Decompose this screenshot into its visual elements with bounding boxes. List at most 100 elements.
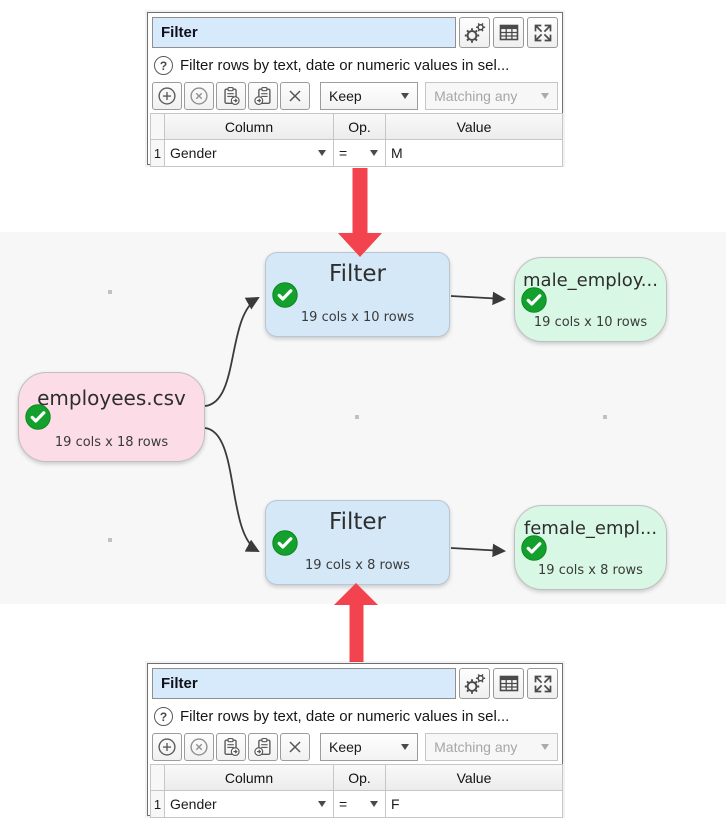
help-text: Filter rows by text, date or numeric val… (180, 57, 510, 74)
caret-down-icon (318, 150, 326, 156)
caret-down-icon (541, 93, 549, 99)
node-size-label: 19 cols x 10 rows (300, 310, 415, 325)
op-header: Op. (334, 765, 385, 790)
gear-icon (464, 673, 485, 694)
matching-select-value: Matching any (434, 739, 518, 755)
check-icon (272, 529, 298, 556)
keep-select-value: Keep (329, 88, 362, 104)
clear-button[interactable] (280, 733, 310, 761)
help-icon[interactable]: ? (154, 707, 173, 726)
table-icon (499, 24, 518, 40)
filter-panel-bottom: Filter (147, 663, 563, 818)
paste-rows-button[interactable] (248, 82, 278, 110)
op-header: Op. (334, 114, 385, 139)
copy-rows-button[interactable] (216, 733, 246, 761)
caret-down-icon (541, 744, 549, 750)
clipboard-copy-icon (224, 737, 240, 757)
x-icon (289, 741, 301, 753)
op-select-value: = (339, 145, 348, 161)
keep-remove-select[interactable]: Keep (320, 733, 419, 761)
column-select-value: Gender (170, 145, 217, 161)
grid-dot (355, 415, 359, 419)
table-icon (499, 675, 518, 691)
caret-down-icon (370, 150, 378, 156)
row-header-stub (151, 114, 164, 139)
check-icon (272, 281, 298, 308)
transform-name-input[interactable]: Filter (152, 17, 456, 48)
clipboard-copy-icon (224, 86, 240, 106)
panel-titlebar: Filter (152, 17, 558, 48)
caret-down-icon (401, 93, 410, 99)
transform-name-input[interactable]: Filter (152, 668, 456, 699)
expand-icon (534, 675, 551, 692)
value-header: Value (386, 114, 562, 139)
node-employees-csv[interactable]: employees.csv 19 cols x 18 rows (18, 372, 205, 462)
add-row-button[interactable] (152, 733, 182, 761)
x-circle-icon (190, 738, 208, 756)
matching-select-value: Matching any (434, 88, 518, 104)
panel-toolbar: Keep Matching any (152, 82, 558, 110)
op-select[interactable]: = (334, 791, 385, 817)
column-select[interactable]: Gender (165, 791, 333, 817)
x-circle-icon (190, 87, 208, 105)
node-filter-bottom[interactable]: Filter 19 cols x 8 rows (265, 500, 450, 585)
column-select-value: Gender (170, 796, 217, 812)
plus-circle-icon (158, 738, 176, 756)
expand-button[interactable] (527, 668, 558, 699)
remove-row-button[interactable] (184, 733, 214, 761)
settings-button[interactable] (459, 17, 490, 48)
panel-titlebar: Filter (152, 668, 558, 699)
node-size-label: 19 cols x 8 rows (305, 558, 410, 573)
filter-terms-table: Column Op. Value 1 Gender = M (150, 113, 563, 167)
table-view-button[interactable] (493, 17, 524, 48)
gear-icon (464, 22, 485, 43)
value-input[interactable]: M (386, 140, 562, 166)
panel-help-row: ? Filter rows by text, date or numeric v… (154, 53, 558, 78)
caret-down-icon (401, 744, 410, 750)
row-number[interactable]: 1 (151, 140, 164, 166)
column-select[interactable]: Gender (165, 140, 333, 166)
matching-mode-select[interactable]: Matching any (425, 82, 558, 110)
table-view-button[interactable] (493, 668, 524, 699)
filter-panel-top: Filter (147, 12, 563, 167)
clipboard-paste-icon (254, 737, 271, 757)
value-input[interactable]: F (386, 791, 562, 817)
grid-dot (108, 290, 112, 294)
node-female-employees[interactable]: female_empl... 19 cols x 8 rows (514, 505, 667, 590)
column-header: Column (165, 114, 333, 139)
node-title: male_employ... (523, 270, 658, 291)
matching-mode-select[interactable]: Matching any (425, 733, 558, 761)
copy-rows-button[interactable] (216, 82, 246, 110)
check-icon (521, 286, 547, 313)
node-filter-top[interactable]: Filter 19 cols x 10 rows (265, 252, 450, 337)
expand-icon (534, 24, 551, 41)
plus-circle-icon (158, 87, 176, 105)
x-icon (289, 90, 301, 102)
node-title: Filter (329, 261, 386, 287)
remove-row-button[interactable] (184, 82, 214, 110)
column-header: Column (165, 765, 333, 790)
keep-remove-select[interactable]: Keep (320, 82, 419, 110)
help-icon[interactable]: ? (154, 56, 173, 75)
caret-down-icon (318, 801, 326, 807)
settings-button[interactable] (459, 668, 490, 699)
check-icon (25, 404, 51, 430)
node-title: Filter (329, 509, 386, 535)
grid-dot (603, 415, 607, 419)
help-text: Filter rows by text, date or numeric val… (180, 708, 510, 725)
row-number[interactable]: 1 (151, 791, 164, 817)
paste-rows-button[interactable] (248, 733, 278, 761)
node-size-label: 19 cols x 10 rows (533, 315, 648, 330)
node-male-employees[interactable]: male_employ... 19 cols x 10 rows (514, 257, 667, 342)
expand-button[interactable] (527, 17, 558, 48)
check-icon (521, 534, 547, 561)
filter-terms-table: Column Op. Value 1 Gender = F (150, 764, 563, 818)
node-size-label: 19 cols x 8 rows (538, 563, 643, 578)
clear-button[interactable] (280, 82, 310, 110)
node-title: employees.csv (37, 386, 186, 410)
add-row-button[interactable] (152, 82, 182, 110)
value-header: Value (386, 765, 562, 790)
op-select[interactable]: = (334, 140, 385, 166)
grid-dot (108, 538, 112, 542)
